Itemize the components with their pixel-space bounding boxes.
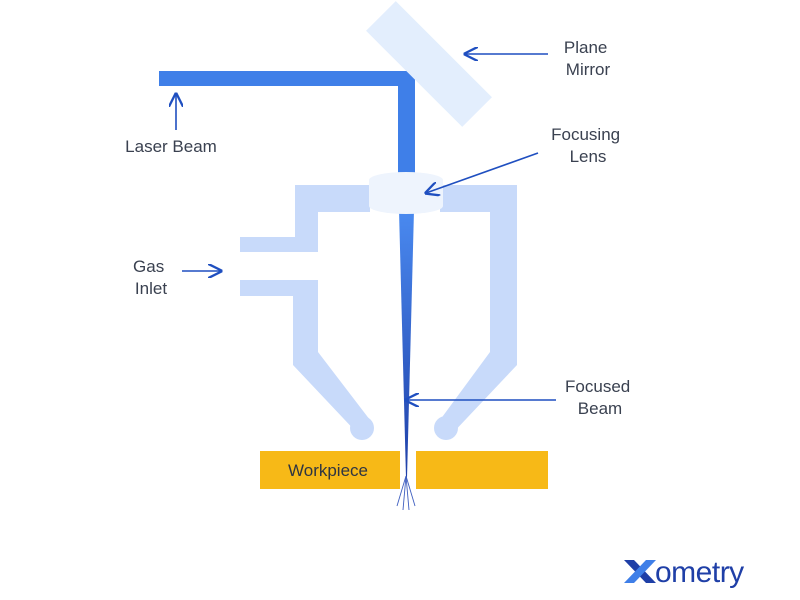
annotation-arrows bbox=[176, 54, 556, 400]
arrow-focusing-lens bbox=[426, 152, 539, 193]
xometry-logo-mark bbox=[624, 560, 656, 583]
plane-mirror bbox=[366, 1, 492, 127]
focusing-lens bbox=[369, 172, 443, 214]
laser-beam-vertical bbox=[398, 71, 415, 179]
label-focusing-lens: Focusing Lens bbox=[551, 125, 625, 166]
nozzle-left-wall bbox=[240, 185, 370, 252]
label-focused-beam: Focused Beam bbox=[565, 377, 635, 418]
focused-beam bbox=[399, 210, 414, 478]
beam-sparks bbox=[396, 475, 416, 511]
nozzle-left-tip bbox=[350, 416, 374, 440]
workpiece-label: Workpiece bbox=[288, 461, 368, 480]
nozzle-left-lower-wall bbox=[240, 280, 370, 436]
xometry-logo-text: ometry bbox=[655, 556, 744, 589]
laser-beam bbox=[159, 71, 415, 179]
label-gas-inlet: Gas Inlet bbox=[133, 257, 169, 298]
workpiece-left bbox=[260, 451, 400, 489]
nozzle-right-wall bbox=[440, 185, 517, 436]
workpiece: Workpiece bbox=[260, 451, 548, 489]
label-laser-beam: Laser Beam bbox=[125, 137, 217, 156]
laser-beam-horizontal bbox=[159, 71, 415, 86]
xometry-logo: ometry bbox=[624, 556, 745, 589]
workpiece-right bbox=[416, 451, 548, 489]
nozzle-body bbox=[240, 185, 517, 440]
label-plane-mirror: Plane Mirror bbox=[564, 38, 612, 79]
nozzle-right-tip bbox=[434, 416, 458, 440]
